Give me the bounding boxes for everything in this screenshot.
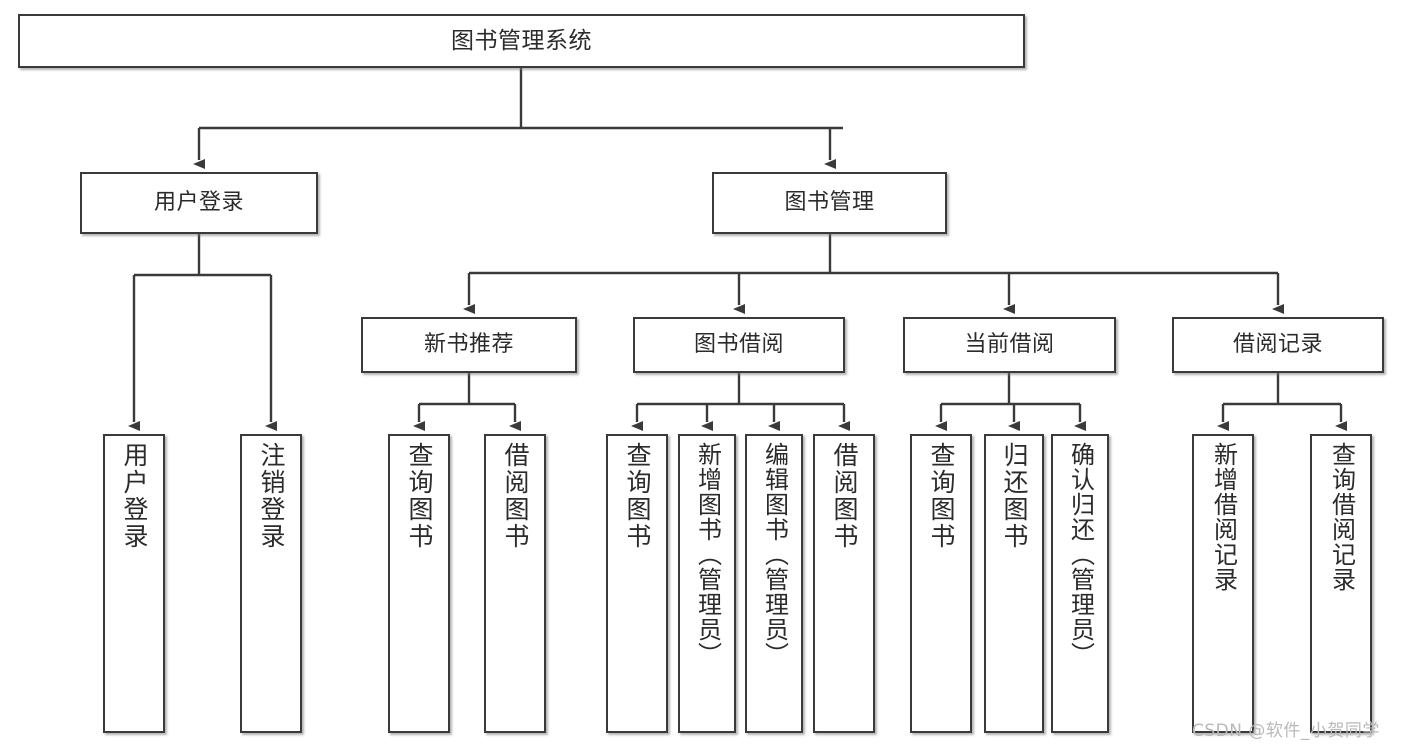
node-root[interactable]: 图书管理系统 [18,14,1025,68]
leaf-node[interactable]: 查询图书 [606,434,668,733]
csdn-watermark: CSDN @软件_小贺同学 [1192,721,1380,741]
leaf-node-label: 查询图书 [927,442,956,550]
node-user-login[interactable]: 用户登录 [80,172,318,234]
leaf-node[interactable]: 用户登录 [103,434,165,733]
leaf-node[interactable]: 新增借阅记录 [1192,434,1254,733]
node-book-management-label: 图书管理 [784,190,875,215]
leaf-node-label: 编辑图书（管理员） [760,442,789,667]
node-book-borrow-label: 图书借阅 [693,332,784,357]
node-borrow-record-label: 借阅记录 [1232,332,1323,357]
leaf-node-label: 归还图书 [1000,442,1029,550]
leaf-node-label: 借阅图书 [830,442,859,550]
leaf-node[interactable]: 确认归还（管理员） [1051,434,1109,733]
leaf-node[interactable]: 归还图书 [984,434,1044,733]
leaf-node-label: 用户登录 [120,442,149,550]
leaf-node-label: 新增图书（管理员） [693,442,722,667]
leaf-node-label: 借阅图书 [501,442,530,550]
leaf-node[interactable]: 查询借阅记录 [1310,434,1372,733]
leaf-node[interactable]: 查询图书 [388,434,450,733]
node-current-borrow-label: 当前借阅 [964,332,1055,357]
leaf-node[interactable]: 查询图书 [910,434,972,733]
node-new-book-recommend-label: 新书推荐 [423,332,514,357]
leaf-node-label: 查询图书 [623,442,652,550]
node-new-book-recommend[interactable]: 新书推荐 [361,317,577,373]
node-book-borrow[interactable]: 图书借阅 [633,317,845,373]
node-user-login-label: 用户登录 [153,190,244,215]
node-book-management[interactable]: 图书管理 [712,172,947,234]
leaf-node-label: 查询借阅记录 [1327,442,1356,592]
leaf-node[interactable]: 新增图书（管理员） [678,434,736,733]
leaf-node[interactable]: 借阅图书 [484,434,546,733]
node-borrow-record[interactable]: 借阅记录 [1172,317,1384,373]
leaf-node-label: 新增借阅记录 [1209,442,1238,592]
leaf-node[interactable]: 编辑图书（管理员） [745,434,803,733]
leaf-node[interactable]: 注销登录 [240,434,302,733]
leaf-node[interactable]: 借阅图书 [813,434,875,733]
leaf-node-label: 注销登录 [257,442,286,550]
node-current-borrow[interactable]: 当前借阅 [903,317,1116,373]
node-root-label: 图书管理系统 [451,27,592,54]
leaf-node-label: 确认归还（管理员） [1066,442,1095,667]
leaf-node-label: 查询图书 [405,442,434,550]
